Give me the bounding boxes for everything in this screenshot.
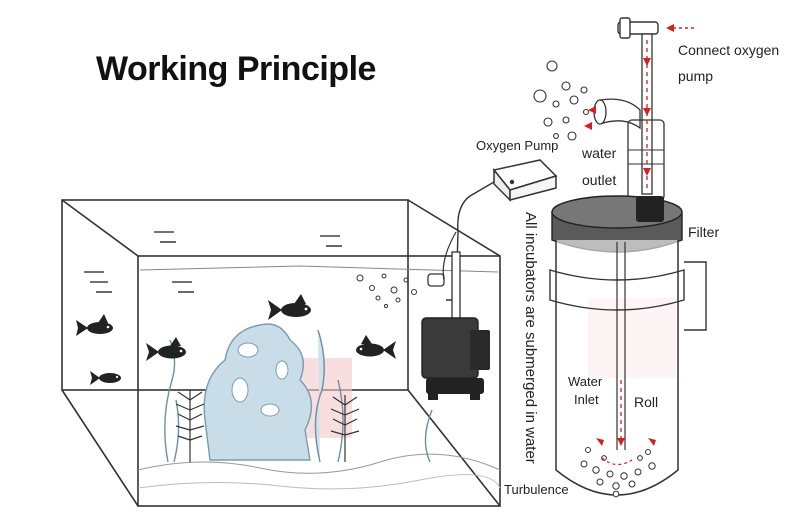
oxygen-pump-label: Oxygen Pump <box>476 138 559 153</box>
flow-arrows <box>584 24 694 466</box>
water-inlet-label-2: Inlet <box>574 392 599 407</box>
aquarium-plants <box>164 329 433 463</box>
fish <box>90 371 121 385</box>
water-label: water <box>582 145 617 161</box>
outlet-bubbles <box>533 60 590 141</box>
glass-reflections <box>84 231 342 293</box>
fish-group <box>76 294 396 385</box>
water-inlet-label-1: Water <box>568 374 603 389</box>
rock-decoration <box>203 323 313 461</box>
title: Working Principle <box>96 50 376 88</box>
pump-label: pump <box>678 68 714 84</box>
air-tube <box>446 181 495 301</box>
air-tube-to-nozzle <box>442 231 457 281</box>
submerged-note: All incubators are submerged in water <box>522 212 539 464</box>
fern-plants <box>175 390 360 462</box>
submersible-pump <box>421 251 490 400</box>
tank-bubbles <box>356 273 417 309</box>
filter-assembly <box>549 17 707 498</box>
fish <box>356 335 396 359</box>
fish <box>146 337 186 361</box>
outlet-label: outlet <box>582 172 617 188</box>
roll-label: Roll <box>634 394 659 410</box>
filter-label: Filter <box>688 224 720 240</box>
fish <box>268 294 311 320</box>
connect-oxygen-label: Connect oxygen <box>678 42 780 58</box>
turbulence-label: Turbulence <box>504 482 569 497</box>
air-nozzle <box>427 273 445 287</box>
oxygen-pump <box>492 159 558 202</box>
fish <box>76 314 113 336</box>
